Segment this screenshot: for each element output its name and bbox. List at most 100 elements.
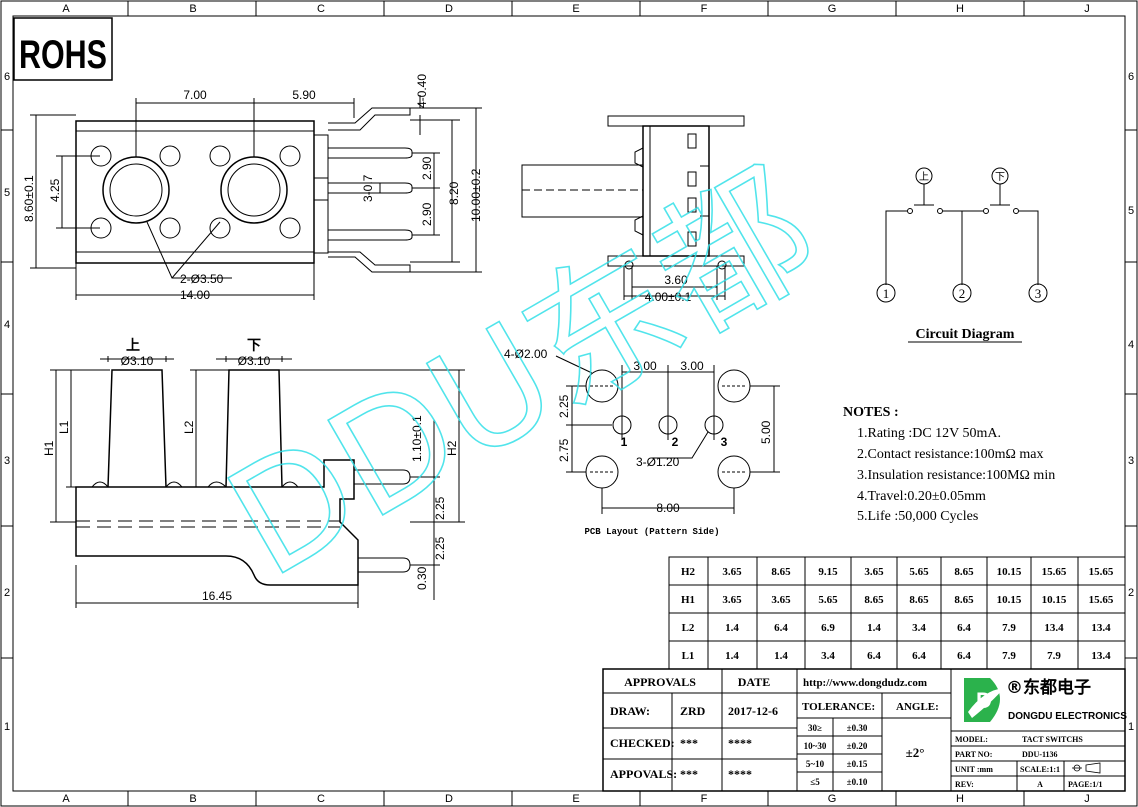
title-block: APPROVALS DATE DRAW: ZRD 2017-12-6 CHECK… (602, 668, 1127, 792)
table-cell: 15.65 (1089, 566, 1114, 578)
dim-1645: 16.45 (202, 589, 232, 603)
circuit-pin-2: 2 (959, 286, 966, 301)
tb-angle-val: ±2° (906, 745, 925, 760)
table-cell: 10.15 (997, 594, 1022, 606)
table-cell: 6.4 (912, 650, 926, 662)
table-cell: 8.65 (771, 566, 791, 578)
table-cell: 1.4 (725, 650, 739, 662)
table-cell: 6.4 (957, 650, 971, 662)
col-label: B (189, 3, 196, 15)
tb-unit: UNIT :mm (955, 765, 993, 774)
dim-040: 4-0.40 (415, 74, 429, 108)
tb-appovals-by: *** (680, 767, 698, 781)
col-label: A (62, 793, 70, 805)
dim-500: 5.00 (759, 420, 773, 444)
side-bottom-label: 下 (247, 337, 261, 353)
row-label: 1 (4, 721, 10, 733)
dim-07: 3-0.7 (361, 174, 375, 202)
circuit-pin-3: 3 (1035, 286, 1042, 301)
tb-approvals: APPROVALS (624, 675, 696, 689)
table-cell: 6.4 (867, 650, 881, 662)
side-view (50, 356, 465, 608)
table-cell: 8.65 (864, 594, 884, 606)
table-cell: 6.4 (774, 622, 788, 634)
pcb-pin-2: 2 (672, 435, 679, 449)
tb-part-val: DDU-1136 (1022, 750, 1058, 759)
col-label: G (828, 793, 837, 805)
tb-tol-val: ±0.20 (847, 741, 868, 751)
table-cell: 13.4 (1091, 650, 1111, 662)
col-label: F (701, 793, 708, 805)
tb-draw-by: ZRD (680, 704, 706, 718)
tb-company-cn: ®东都电子 (1006, 677, 1091, 698)
table-cell: 6.9 (821, 622, 835, 634)
end-view (521, 115, 745, 300)
table-row-label: H1 (681, 594, 695, 606)
row-label: 6 (4, 71, 10, 83)
circuit-pin-1: 1 (883, 286, 890, 301)
dim-275: 2.75 (557, 438, 571, 462)
rohs-text: ROHS (19, 33, 107, 77)
dim-590: 5.90 (292, 88, 316, 102)
note-item: 5.Life :50,000 Cycles (857, 509, 978, 524)
dim-800: 8.00 (656, 501, 680, 515)
table-cell: 8.65 (954, 566, 974, 578)
dim-300a: 3.00 (633, 359, 657, 373)
col-label: D (445, 3, 453, 15)
table-cell: 13.4 (1044, 622, 1064, 634)
tb-company-en: DONGDU ELECTRONICS (1008, 711, 1127, 722)
tb-model-lbl: MODEL: (955, 735, 988, 744)
dim-310b: Ø3.10 (238, 354, 271, 368)
col-label: H (956, 793, 964, 805)
projection-symbol (1072, 762, 1101, 774)
col-label: J (1084, 3, 1090, 15)
row-label: 4 (4, 319, 10, 331)
tb-angle: ANGLE: (896, 701, 939, 713)
side-top-label: 上 (126, 337, 140, 353)
table-cell: 8.65 (909, 594, 929, 606)
col-label: E (572, 793, 579, 805)
tb-tol-range: ≤5 (810, 777, 820, 787)
tb-appovals-date: **** (728, 767, 752, 781)
tb-rev-val: A (1037, 780, 1043, 789)
circuit-diagram (876, 167, 1048, 343)
table-cell: 15.65 (1089, 594, 1114, 606)
tb-checked: CHECKED: (610, 736, 675, 750)
tb-url: http://www.dongdudz.com (803, 677, 927, 689)
dim-h1: H1 (42, 440, 56, 456)
table-cell: 10.15 (1042, 594, 1067, 606)
dim-310a: Ø3.10 (121, 354, 154, 368)
table-row-label: L2 (682, 622, 695, 634)
dim-1000: 10.00±0.2 (469, 168, 483, 222)
col-label: E (572, 3, 579, 15)
logo-letter: D (976, 688, 992, 713)
tb-checked-date: **** (728, 736, 752, 750)
col-label: C (317, 3, 325, 15)
table-cell: 3.65 (722, 594, 742, 606)
note-item: 4.Travel:0.20±0.05mm (857, 489, 986, 504)
pcb-dims: 4-Ø2.00 3.00 3.00 2.25 2.75 5.00 3-Ø1.20… (504, 347, 773, 537)
table-cell: 13.4 (1091, 622, 1111, 634)
col-label: A (62, 3, 70, 15)
table-cell: 3.4 (821, 650, 835, 662)
dim-225a: 2.25 (433, 496, 447, 520)
circuit-labels: 上 下 1 2 3 Circuit Diagram (883, 171, 1042, 342)
tb-part-lbl: PART NO: (955, 750, 992, 759)
table-cell: 3.65 (771, 594, 791, 606)
col-label: J (1084, 793, 1090, 805)
table-cell: 8.65 (954, 594, 974, 606)
tb-tol-val: ±0.30 (847, 723, 868, 733)
dim-360: 3.60 (664, 273, 688, 287)
rohs-mark: ROHS (13, 17, 113, 81)
note-item: 2.Contact resistance:100mΩ max (857, 447, 1044, 462)
dim-110: 1.10±0.1 (410, 415, 424, 462)
col-label: G (828, 3, 837, 15)
pcb-caption: PCB Layout (Pattern Side) (584, 527, 719, 537)
dim-425: 4.25 (48, 178, 62, 202)
dim-225: 2.25 (557, 394, 571, 418)
tb-tol-range: 30≥ (808, 723, 822, 733)
table-row-label: H2 (681, 566, 696, 578)
